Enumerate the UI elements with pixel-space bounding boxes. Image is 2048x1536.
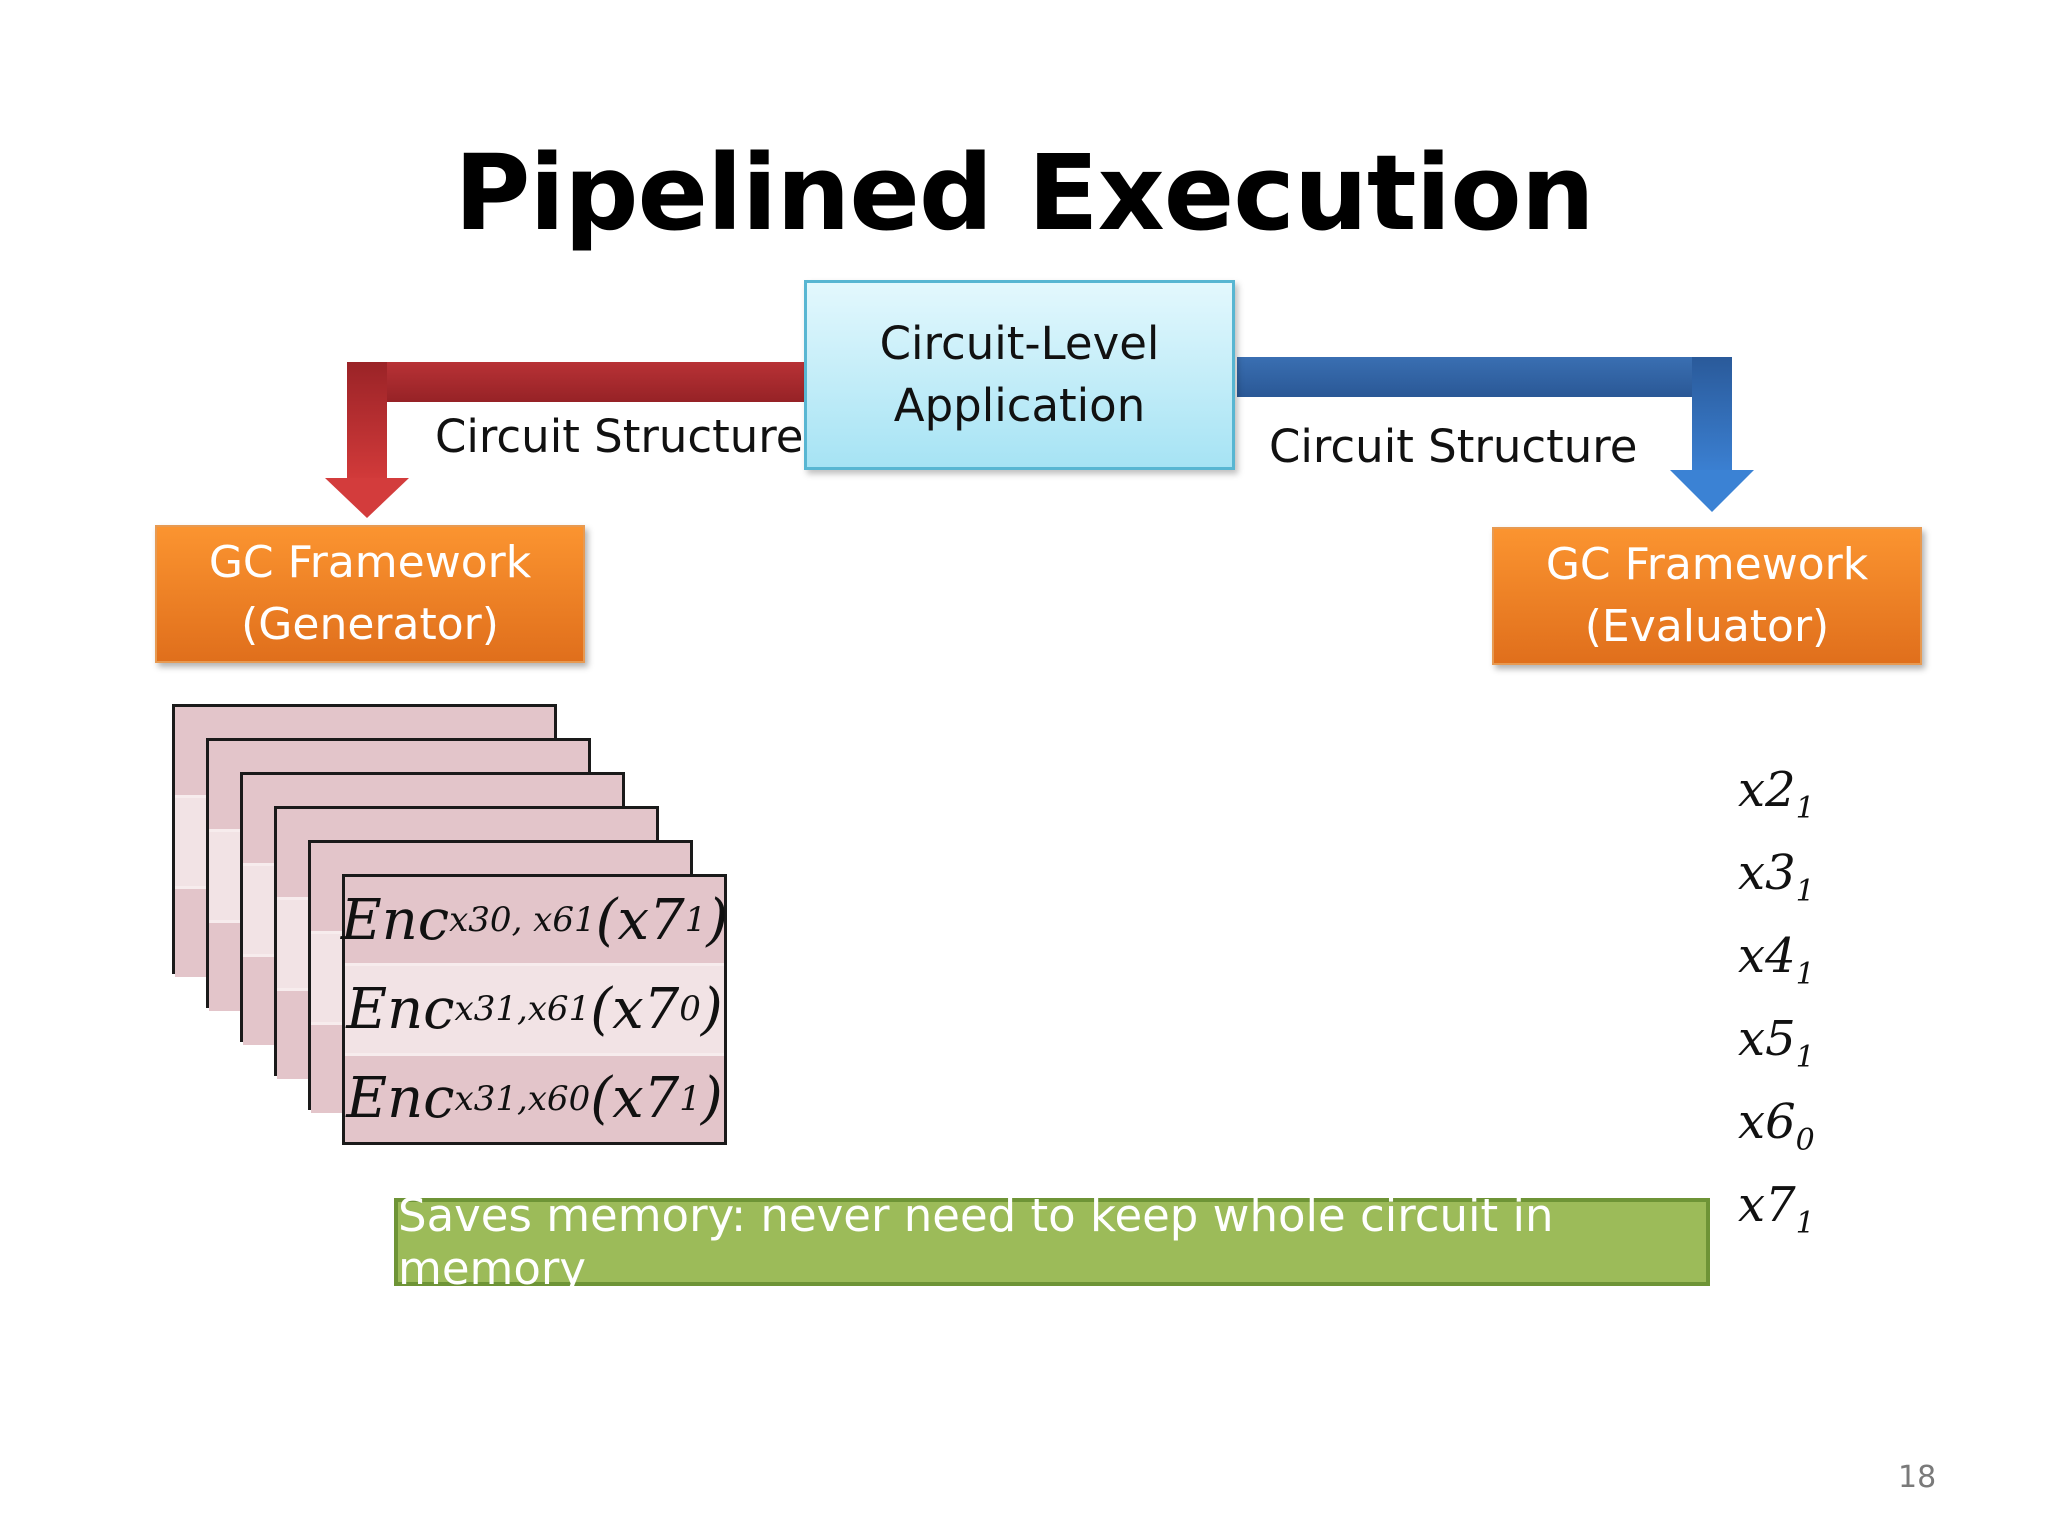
- row-3-base: Enc: [346, 1066, 455, 1132]
- row-3-open-paren: (: [590, 1066, 613, 1132]
- row-1-open-paren: (: [595, 887, 618, 953]
- row-3-arg-sub: 1: [679, 1078, 701, 1119]
- row-3-close-paren: ): [700, 1066, 723, 1132]
- wire-value: x71: [1738, 1177, 1815, 1241]
- gc-framework-generator-box: GC Framework (Generator): [155, 525, 585, 663]
- wire-value: x60: [1738, 1094, 1815, 1158]
- row-1-base: Enc: [340, 887, 450, 953]
- circuit-level-application-box: Circuit-Level Application: [804, 280, 1235, 470]
- evaluator-box-line1: GC Framework: [1545, 539, 1869, 590]
- row-2-arg-sub: 0: [679, 989, 701, 1030]
- row-3-sub: x31,x60: [454, 1078, 591, 1119]
- wire-value: x31: [1738, 845, 1815, 909]
- left-arrow: [325, 362, 804, 518]
- app-box-line1: Circuit-Level: [879, 317, 1160, 370]
- row-2-open-paren: (: [590, 976, 613, 1042]
- app-box-line2: Application: [893, 379, 1146, 432]
- row-2-base: Enc: [346, 976, 455, 1042]
- generator-box-line1: GC Framework: [208, 537, 532, 588]
- page-number: 18: [1898, 1460, 1937, 1495]
- wire-value: x51: [1738, 1011, 1815, 1075]
- row-3-arg: x7: [612, 1066, 680, 1132]
- saves-memory-note: Saves memory: never need to keep whole c…: [394, 1189, 1710, 1295]
- row-1-close-paren: ): [706, 887, 729, 953]
- gc-framework-evaluator-box: GC Framework (Evaluator): [1492, 527, 1922, 665]
- wire-value: x41: [1738, 928, 1815, 992]
- row-2-arg: x7: [612, 976, 680, 1042]
- wire-value: x21: [1738, 762, 1815, 826]
- row-1-sub: x30, x61: [449, 900, 596, 941]
- circuit-structure-label-left: Circuit Structure: [435, 410, 804, 463]
- row-2-close-paren: ): [700, 976, 723, 1042]
- evaluator-box-line2: (Evaluator): [1584, 601, 1830, 652]
- right-arrow: [1237, 357, 1754, 512]
- row-1-arg: x7: [617, 887, 685, 953]
- circuit-structure-label-right: Circuit Structure: [1269, 420, 1638, 473]
- row-2-sub: x31,x61: [454, 989, 591, 1030]
- evaluator-wire-values: x21 x31 x41 x51 x60 x71: [1738, 758, 1815, 1256]
- row-1-arg-sub: 1: [684, 900, 707, 941]
- generator-box-line2: (Generator): [241, 599, 499, 650]
- slide-title: Pipelined Execution: [454, 132, 1595, 254]
